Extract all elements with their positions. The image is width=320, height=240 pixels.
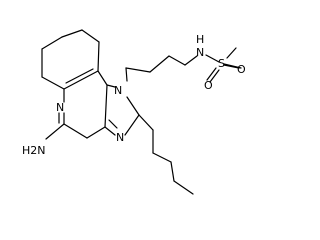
bond	[97, 41, 100, 72]
bond	[170, 161, 175, 182]
atom-label-oxygen-1: O	[237, 63, 246, 76]
bond	[104, 84, 108, 128]
bond	[209, 69, 220, 83]
bond	[86, 126, 106, 139]
atom-label-n-sulfonamide: N	[196, 46, 204, 59]
bond	[226, 47, 237, 59]
atom-label-n1-imidazole: N	[114, 84, 122, 97]
bond	[106, 84, 116, 88]
bond	[97, 70, 108, 86]
bond-lines	[41, 29, 242, 195]
bond	[138, 114, 154, 131]
atom-labels: N N N H2N H N S O O	[22, 33, 246, 157]
atom-label-n3-imidazole: N	[116, 131, 124, 144]
bond	[63, 123, 88, 139]
bond	[168, 55, 186, 66]
chemical-structure-drawing: N N N H2N H N S O O	[22, 29, 246, 195]
bond	[61, 29, 83, 38]
bond	[45, 123, 65, 140]
bond	[126, 96, 140, 116]
bond	[41, 36, 63, 50]
bond	[41, 76, 65, 90]
bond	[81, 29, 100, 43]
bond	[173, 180, 194, 195]
bond	[63, 70, 99, 90]
bond	[65, 68, 94, 84]
bond	[104, 126, 116, 136]
bond	[108, 119, 118, 129]
bond	[205, 54, 220, 63]
atom-label-h-sulfonamide: H	[196, 33, 204, 46]
bond	[125, 67, 151, 73]
atom-label-sulfur: S	[218, 57, 225, 70]
bond	[184, 55, 198, 66]
atom-label-n-pyridine: N	[56, 101, 64, 114]
atom-label-amino: H2N	[22, 144, 46, 157]
bond	[125, 67, 128, 82]
bond	[223, 64, 240, 69]
bond	[149, 55, 170, 73]
bond	[206, 67, 217, 81]
atom-label-oxygen-2: O	[204, 79, 213, 92]
bond	[152, 152, 172, 163]
bond	[124, 114, 140, 136]
